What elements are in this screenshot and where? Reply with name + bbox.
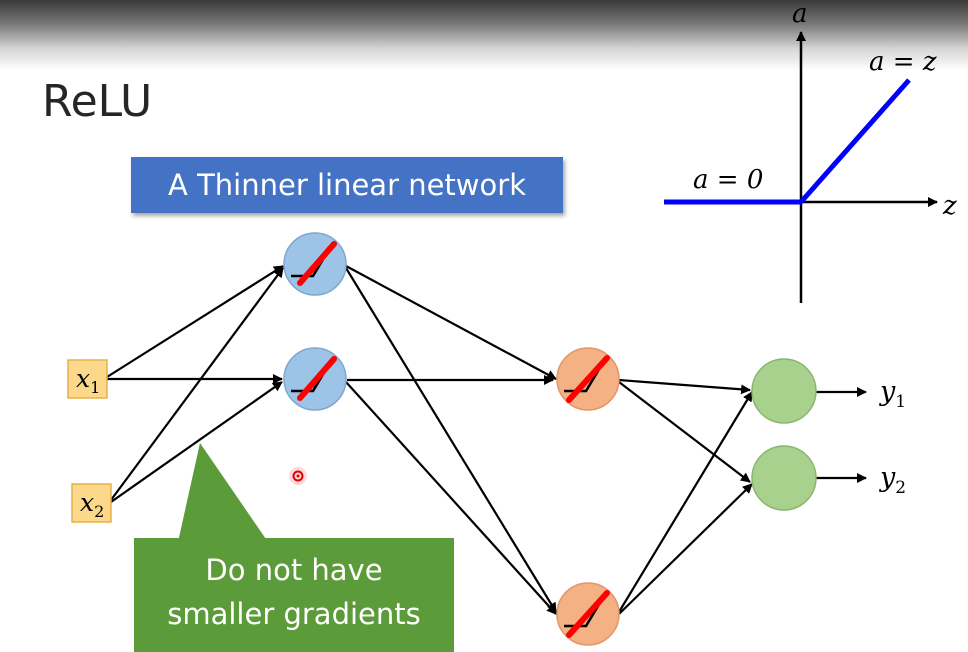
network-edges	[106, 265, 867, 615]
edge	[106, 265, 284, 378]
edge	[618, 378, 751, 395]
edge	[618, 483, 753, 615]
hidden2-neuron-2	[556, 582, 620, 646]
disabled-slash	[297, 241, 337, 286]
x-axis-label: z	[942, 191, 957, 221]
laser-pointer	[289, 467, 307, 485]
output-neuron-2	[751, 445, 817, 511]
callout-gradients: Do not have smaller gradients	[134, 538, 454, 652]
input-x2: x2	[71, 483, 112, 523]
svg-text:x1: x1	[76, 364, 100, 397]
callout-pointer	[178, 443, 268, 542]
disabled-slash	[566, 355, 610, 403]
top-shade	[0, 0, 968, 70]
edge	[110, 267, 284, 501]
y-axis-label: a	[792, 0, 808, 29]
edge	[618, 381, 751, 483]
relu-positive-segment	[799, 78, 911, 204]
slide-title: ReLU	[42, 76, 153, 127]
output-label-y1: y1	[879, 376, 906, 412]
label-a-equals-z: a = z	[869, 47, 937, 77]
input-x1: x1	[67, 359, 108, 399]
hidden1-neuron-1	[283, 232, 347, 296]
edge	[345, 381, 557, 615]
hidden2-neuron-1	[556, 347, 620, 411]
disabled-slash	[566, 590, 610, 638]
label-a-equals-zero: a = 0	[693, 165, 763, 195]
edge	[618, 391, 753, 613]
callout-line-1: Do not have	[205, 553, 383, 587]
relu-graph: a z a = z a = 0	[664, 0, 957, 303]
output-neuron-1	[751, 358, 817, 424]
output-label-y2: y2	[879, 462, 906, 498]
banner-thinner-linear-network: A Thinner linear network	[131, 157, 563, 213]
edge	[345, 265, 557, 380]
svg-text:x2: x2	[80, 488, 104, 521]
edge	[110, 381, 283, 503]
edge	[345, 267, 557, 613]
disabled-slash	[297, 356, 337, 401]
hidden1-neuron-2	[283, 347, 347, 411]
callout-line-2: smaller gradients	[167, 597, 421, 631]
